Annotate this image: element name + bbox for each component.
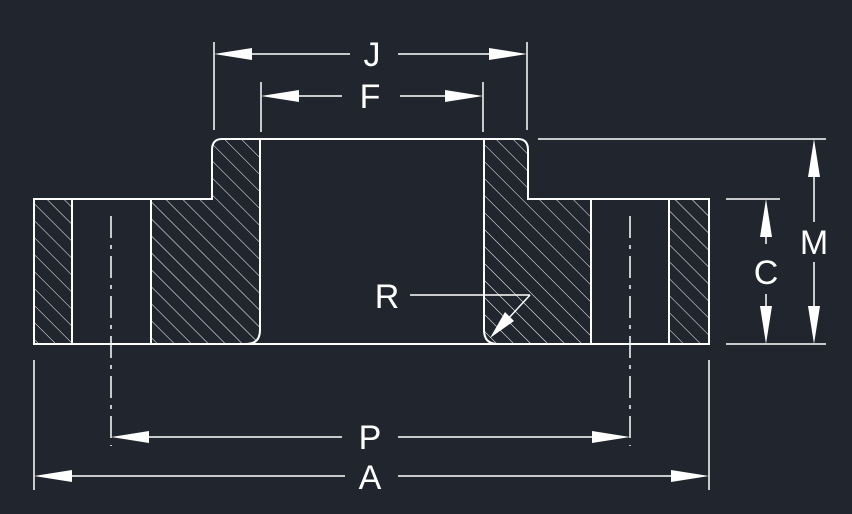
- radius-r-callout: R: [375, 278, 531, 338]
- j-arrow-right: [489, 48, 527, 60]
- p-arrow-left: [111, 431, 149, 443]
- a-arrow-right: [671, 470, 709, 482]
- r-label: R: [375, 278, 400, 316]
- c-label: C: [754, 254, 779, 292]
- dimension-f: F: [260, 78, 484, 132]
- dimension-j: J: [213, 36, 528, 130]
- c-arrow-bottom: [760, 306, 772, 344]
- a-label: A: [359, 459, 382, 497]
- c-arrow-top: [760, 199, 772, 237]
- f-arrow-left: [261, 90, 299, 102]
- flange-cross-section: [33, 138, 710, 446]
- left-hub-section: [150, 138, 261, 345]
- left-outer-section: [33, 198, 73, 345]
- f-arrow-right: [445, 90, 483, 102]
- m-arrow-bottom: [808, 306, 820, 344]
- a-arrow-left: [34, 470, 72, 482]
- j-arrow-left: [214, 48, 252, 60]
- right-outer-section: [668, 198, 710, 345]
- p-label: P: [359, 419, 382, 457]
- dimension-m: M: [538, 138, 828, 345]
- f-label: F: [360, 78, 381, 116]
- r-arrow: [490, 312, 514, 338]
- dimension-a: A: [33, 360, 710, 497]
- dimension-c: C: [726, 198, 780, 344]
- p-arrow-right: [592, 431, 630, 443]
- m-label: M: [800, 224, 828, 262]
- right-hub-section: [483, 138, 592, 345]
- j-label: J: [364, 36, 381, 74]
- dimension-p: P: [111, 419, 630, 457]
- m-arrow-top: [808, 139, 820, 177]
